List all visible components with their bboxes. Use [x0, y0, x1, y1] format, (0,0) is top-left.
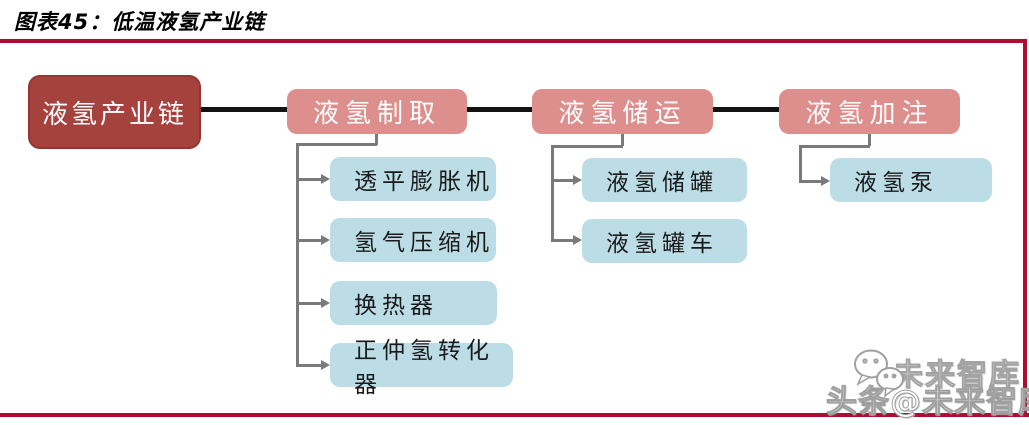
node-lh2-storage-tank: 液氢储罐	[582, 158, 747, 202]
connector	[799, 180, 822, 183]
connector	[551, 179, 574, 182]
arrow-icon	[821, 176, 830, 186]
node-industry-chain: 液氢产业链	[28, 75, 201, 149]
arrow-icon	[321, 235, 330, 245]
connector	[868, 134, 871, 146]
connector	[799, 145, 870, 148]
node-lh2-pump: 液氢泵	[830, 158, 992, 202]
connector	[296, 178, 321, 181]
connector	[296, 302, 321, 305]
bottom-rule	[0, 413, 1029, 417]
connector	[621, 134, 624, 146]
connector	[296, 143, 377, 146]
arrow-icon	[321, 174, 330, 184]
connector	[551, 145, 623, 148]
watermark-main-text: 头条@未来智库	[826, 384, 1029, 421]
connector	[296, 239, 321, 242]
top-rule	[0, 39, 1026, 43]
connector	[551, 145, 554, 241]
connector	[799, 145, 802, 182]
node-stage-refueling: 液氢加注	[779, 89, 960, 134]
figure-title: 图表45：低温液氢产业链	[14, 10, 266, 34]
arrow-icon	[573, 235, 582, 245]
connector	[551, 239, 574, 242]
chat-bubbles-icon	[854, 349, 904, 398]
connector	[296, 143, 299, 366]
arrow-icon	[573, 175, 582, 185]
node-stage-storage-transport: 液氢储运	[532, 89, 713, 134]
arrow-icon	[321, 360, 330, 370]
node-stage-production: 液氢制取	[287, 89, 467, 134]
node-heat-exchanger: 换热器	[330, 281, 497, 325]
connector	[296, 364, 321, 367]
chain-connector-line	[200, 107, 782, 112]
node-turbo-expander: 透平膨胀机	[330, 157, 496, 201]
arrow-icon	[321, 298, 330, 308]
node-lh2-tanker-truck: 液氢罐车	[582, 219, 747, 263]
right-rule	[1023, 39, 1027, 417]
node-ortho-para-converter: 正仲氢转化器	[330, 338, 513, 398]
connector	[375, 132, 378, 145]
node-hydrogen-compressor: 氢气压缩机	[330, 218, 496, 262]
watermark-ghost-text: 未来智库	[893, 358, 1021, 394]
